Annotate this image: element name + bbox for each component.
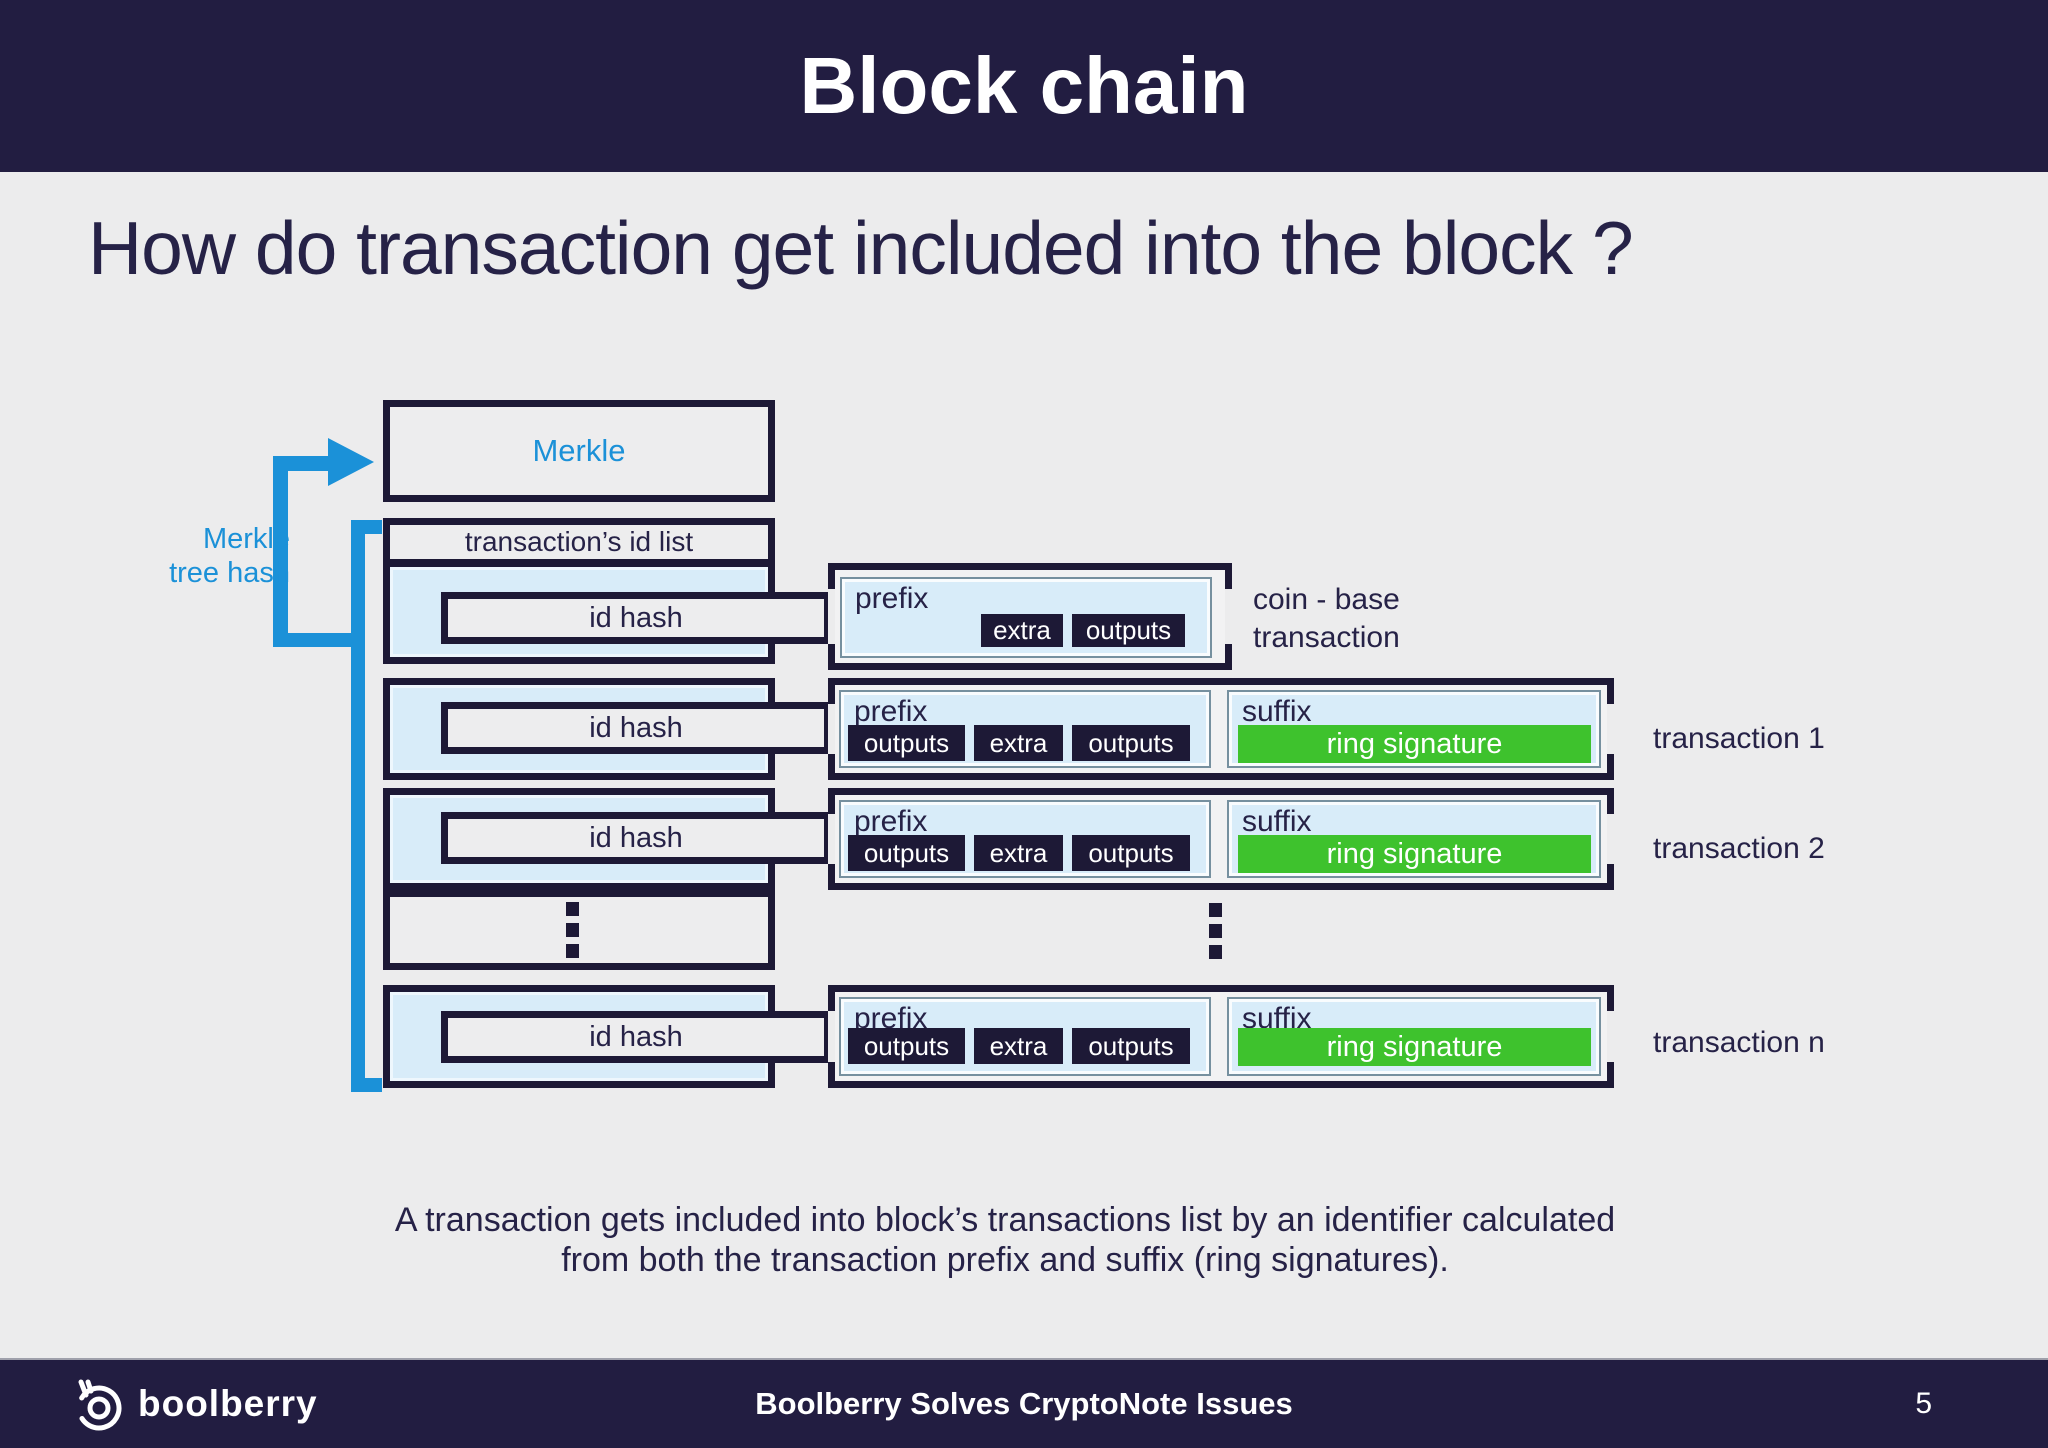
brand: boolberry <box>70 1360 318 1448</box>
header-bar: Block chain <box>0 0 2048 172</box>
extra-badge: extra <box>974 835 1063 871</box>
id-list-ellipsis-box <box>383 890 775 970</box>
ellipsis-dots-icon <box>1209 903 1222 959</box>
notch <box>828 704 835 754</box>
tx1-ring-signature-bar: ring signature <box>1238 725 1591 763</box>
coinbase-label: coin - base transaction <box>1253 583 1400 654</box>
txn-ring-signature-bar: ring signature <box>1238 1028 1591 1066</box>
notch <box>1607 814 1614 864</box>
merkle-box: Merkle <box>383 400 775 502</box>
connector-horizontal-line <box>273 633 361 647</box>
outputs-badge: outputs <box>848 725 965 761</box>
tx1-label: transaction 1 <box>1653 722 1825 755</box>
notch <box>1225 589 1232 644</box>
id-hash-box-tx2: id hash <box>441 812 831 864</box>
txn-label: transaction n <box>1653 1026 1825 1059</box>
extra-badge: extra <box>981 614 1063 647</box>
outputs-badge: outputs <box>1072 725 1190 761</box>
outputs-badge: outputs <box>848 835 965 871</box>
boolberry-logo-icon <box>76 1379 122 1431</box>
extra-badge: extra <box>974 725 1063 761</box>
id-hash-box-txn: id hash <box>441 1011 831 1063</box>
id-hash-box-tx1: id hash <box>441 702 831 754</box>
notch <box>828 589 835 644</box>
notch <box>1607 1011 1614 1062</box>
brand-wordmark: boolberry <box>138 1383 318 1424</box>
caption: A transaction gets included into block’s… <box>394 1201 1616 1279</box>
tx-id-list-box: transaction’s id list <box>383 518 775 566</box>
bracket-bottom-stub <box>351 1078 382 1092</box>
outputs-badge: outputs <box>1072 614 1185 647</box>
arrow-shaft <box>273 456 333 471</box>
footer-title: Boolberry Solves CryptoNote Issues <box>755 1386 1293 1421</box>
page-title: How do transaction get included into the… <box>88 206 1634 290</box>
footer-bar: boolberry Boolberry Solves CryptoNote Is… <box>0 1358 2048 1448</box>
slide-title: Block chain <box>799 41 1249 130</box>
arrow-right-icon <box>328 438 374 486</box>
connector-vertical-line <box>273 456 288 647</box>
ellipsis-dots-icon <box>566 902 579 958</box>
page-number: 5 <box>1915 1387 1932 1420</box>
tx2-label: transaction 2 <box>1653 832 1825 865</box>
notch <box>828 1011 835 1062</box>
bracket-top-stub <box>351 520 382 534</box>
notch <box>1607 704 1614 754</box>
outputs-badge: outputs <box>1072 1028 1190 1064</box>
extra-badge: extra <box>974 1028 1063 1064</box>
bracket-line <box>351 520 365 1092</box>
outputs-badge: outputs <box>848 1028 965 1064</box>
notch <box>828 814 835 864</box>
id-hash-box-coinbase: id hash <box>441 592 831 644</box>
outputs-badge: outputs <box>1072 835 1190 871</box>
merkle-tree-hash-label: Merkle tree hash <box>169 523 290 589</box>
tx2-ring-signature-bar: ring signature <box>1238 835 1591 873</box>
